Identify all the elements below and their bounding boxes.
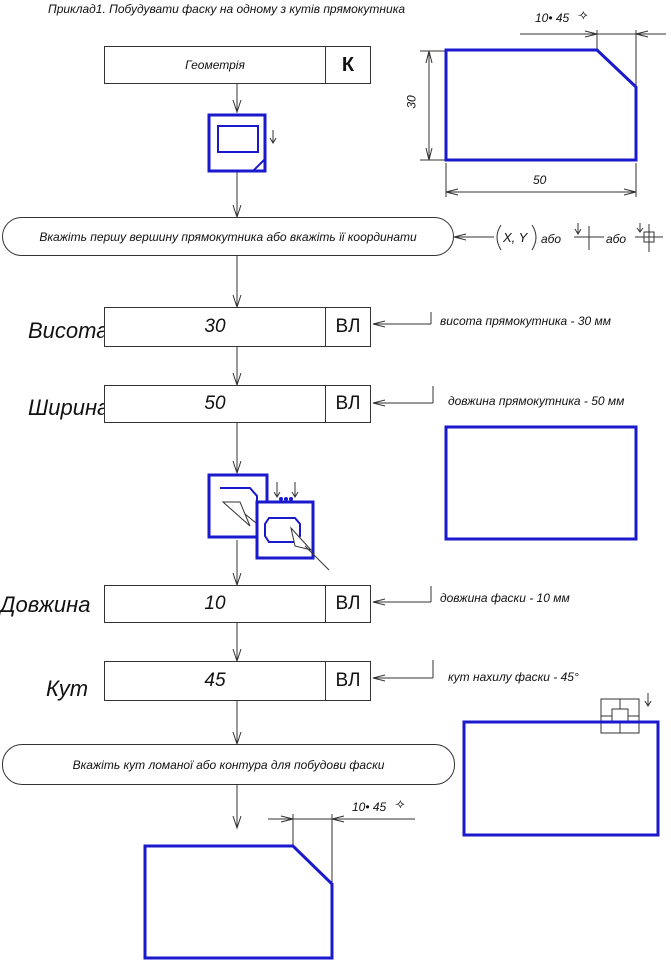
chamfer-tool-icons[interactable] [205, 472, 335, 572]
xy-label: X, Y [503, 230, 528, 245]
height-input-block[interactable]: 30 ВЛ [104, 307, 371, 347]
final-chamfer-dimension-label: 10• 45 [352, 800, 387, 814]
param-width-name: Ширина [28, 395, 110, 420]
selection-cursor-icon [600, 693, 652, 734]
width-note-leader [372, 386, 434, 407]
angle-note: кут нахилу фаски - 45° [448, 670, 579, 684]
rectangle-result [444, 425, 638, 541]
param-length-name: Довжина [0, 592, 91, 617]
page-title: Приклад1. Побудувати фаску на одному з к… [48, 2, 406, 16]
prompt-corner: Вкажіть кут ломаної або контура для побу… [2, 744, 455, 785]
height-enter-key[interactable]: ВЛ [325, 308, 370, 346]
param-angle-name: Кут [46, 676, 89, 701]
chamfer-dimension-label: 10• 45 [535, 11, 570, 25]
geometry-key: К [325, 47, 370, 83]
height-value[interactable]: 30 [204, 316, 226, 337]
or-label-1: або [541, 232, 562, 246]
selected-rectangle [462, 720, 660, 837]
coordinate-hint [454, 223, 663, 252]
chamfer-contour-icon [255, 500, 330, 571]
chamfered-rectangle-result [420, 30, 666, 197]
width-input-block[interactable]: 50 ВЛ [104, 385, 371, 423]
angle-note-leader [372, 660, 434, 682]
length-enter-key[interactable]: ВЛ [325, 586, 370, 622]
angle-enter-key[interactable]: ВЛ [325, 662, 370, 700]
width-enter-key[interactable]: ВЛ [325, 386, 370, 422]
length-value[interactable]: 10 [204, 593, 226, 614]
angle-sign-icon: ⟢ [578, 7, 588, 22]
geometry-label: Геометрія [185, 58, 245, 72]
prompt-first-vertex: Вкажіть першу вершину прямокутника або в… [2, 217, 454, 256]
angle-input-block[interactable]: 45 ВЛ [104, 661, 371, 701]
width-dimension-label: 50 [533, 173, 547, 187]
rectangle-tool-icon[interactable] [205, 112, 285, 174]
height-note: висота прямокутника - 30 мм [440, 314, 612, 328]
length-note: довжина фаски - 10 мм [440, 591, 570, 605]
width-note: довжина прямокутника - 50 мм [448, 394, 625, 408]
chamfered-rectangle-final [143, 814, 415, 960]
or-label-2: або [606, 232, 627, 246]
height-note-leader [372, 312, 432, 328]
param-height-name: Висота [28, 318, 109, 343]
length-input-block[interactable]: 10 ВЛ [104, 585, 371, 623]
width-value[interactable]: 50 [204, 393, 226, 414]
height-dimension-label: 30 [404, 95, 419, 109]
geometry-block[interactable]: Геометрія К [104, 46, 371, 84]
length-note-leader [372, 586, 432, 606]
final-angle-sign-icon: ⟢ [395, 796, 405, 811]
angle-value[interactable]: 45 [204, 670, 226, 691]
